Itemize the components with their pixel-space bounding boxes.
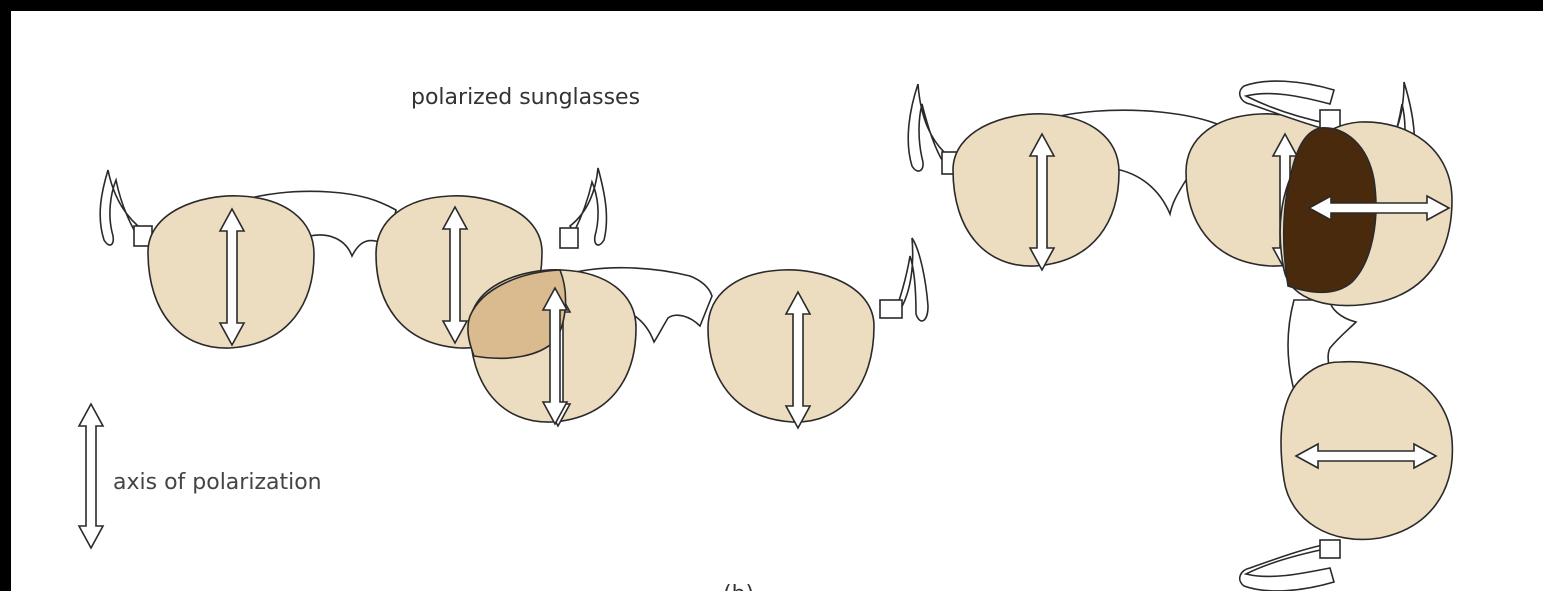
- diagram-canvas: [11, 11, 1543, 591]
- figure-caption: (b): [723, 582, 754, 591]
- legend-label: axis of polarization: [113, 470, 322, 495]
- lens-right: [708, 270, 874, 422]
- diagram-figure: polarized sunglasses axis of polarizatio…: [11, 11, 1543, 591]
- legend: [79, 404, 103, 548]
- lens-left: [953, 114, 1119, 266]
- double-headed-arrow-icon: [79, 404, 103, 548]
- diagram-title: polarized sunglasses: [411, 85, 751, 110]
